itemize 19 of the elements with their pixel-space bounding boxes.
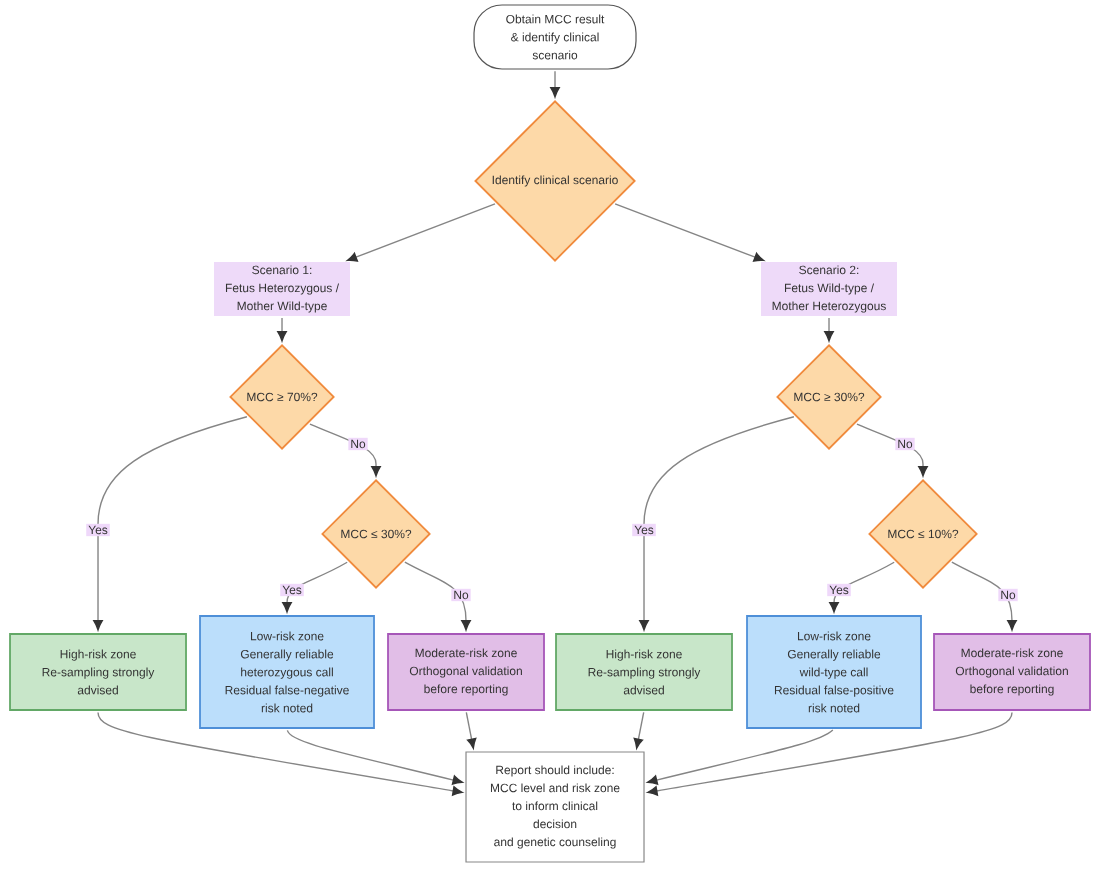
arrow: [550, 70, 560, 98]
arrow: [346, 203, 496, 262]
arrow: [647, 729, 834, 785]
arrow: [277, 317, 287, 342]
arrow: [856, 423, 928, 477]
arrow: [404, 561, 471, 631]
arrow: [951, 561, 1017, 631]
arrow: [465, 711, 477, 749]
arrow: [829, 561, 895, 613]
arrow: [824, 317, 834, 342]
arrow: [639, 416, 795, 631]
arrow: [309, 423, 381, 477]
arrow: [633, 711, 645, 749]
arrow: [97, 711, 463, 796]
arrow: [614, 203, 765, 262]
arrow: [286, 729, 463, 785]
arrow: [282, 561, 348, 613]
arrow: [93, 416, 248, 631]
arrow: [647, 711, 1013, 796]
